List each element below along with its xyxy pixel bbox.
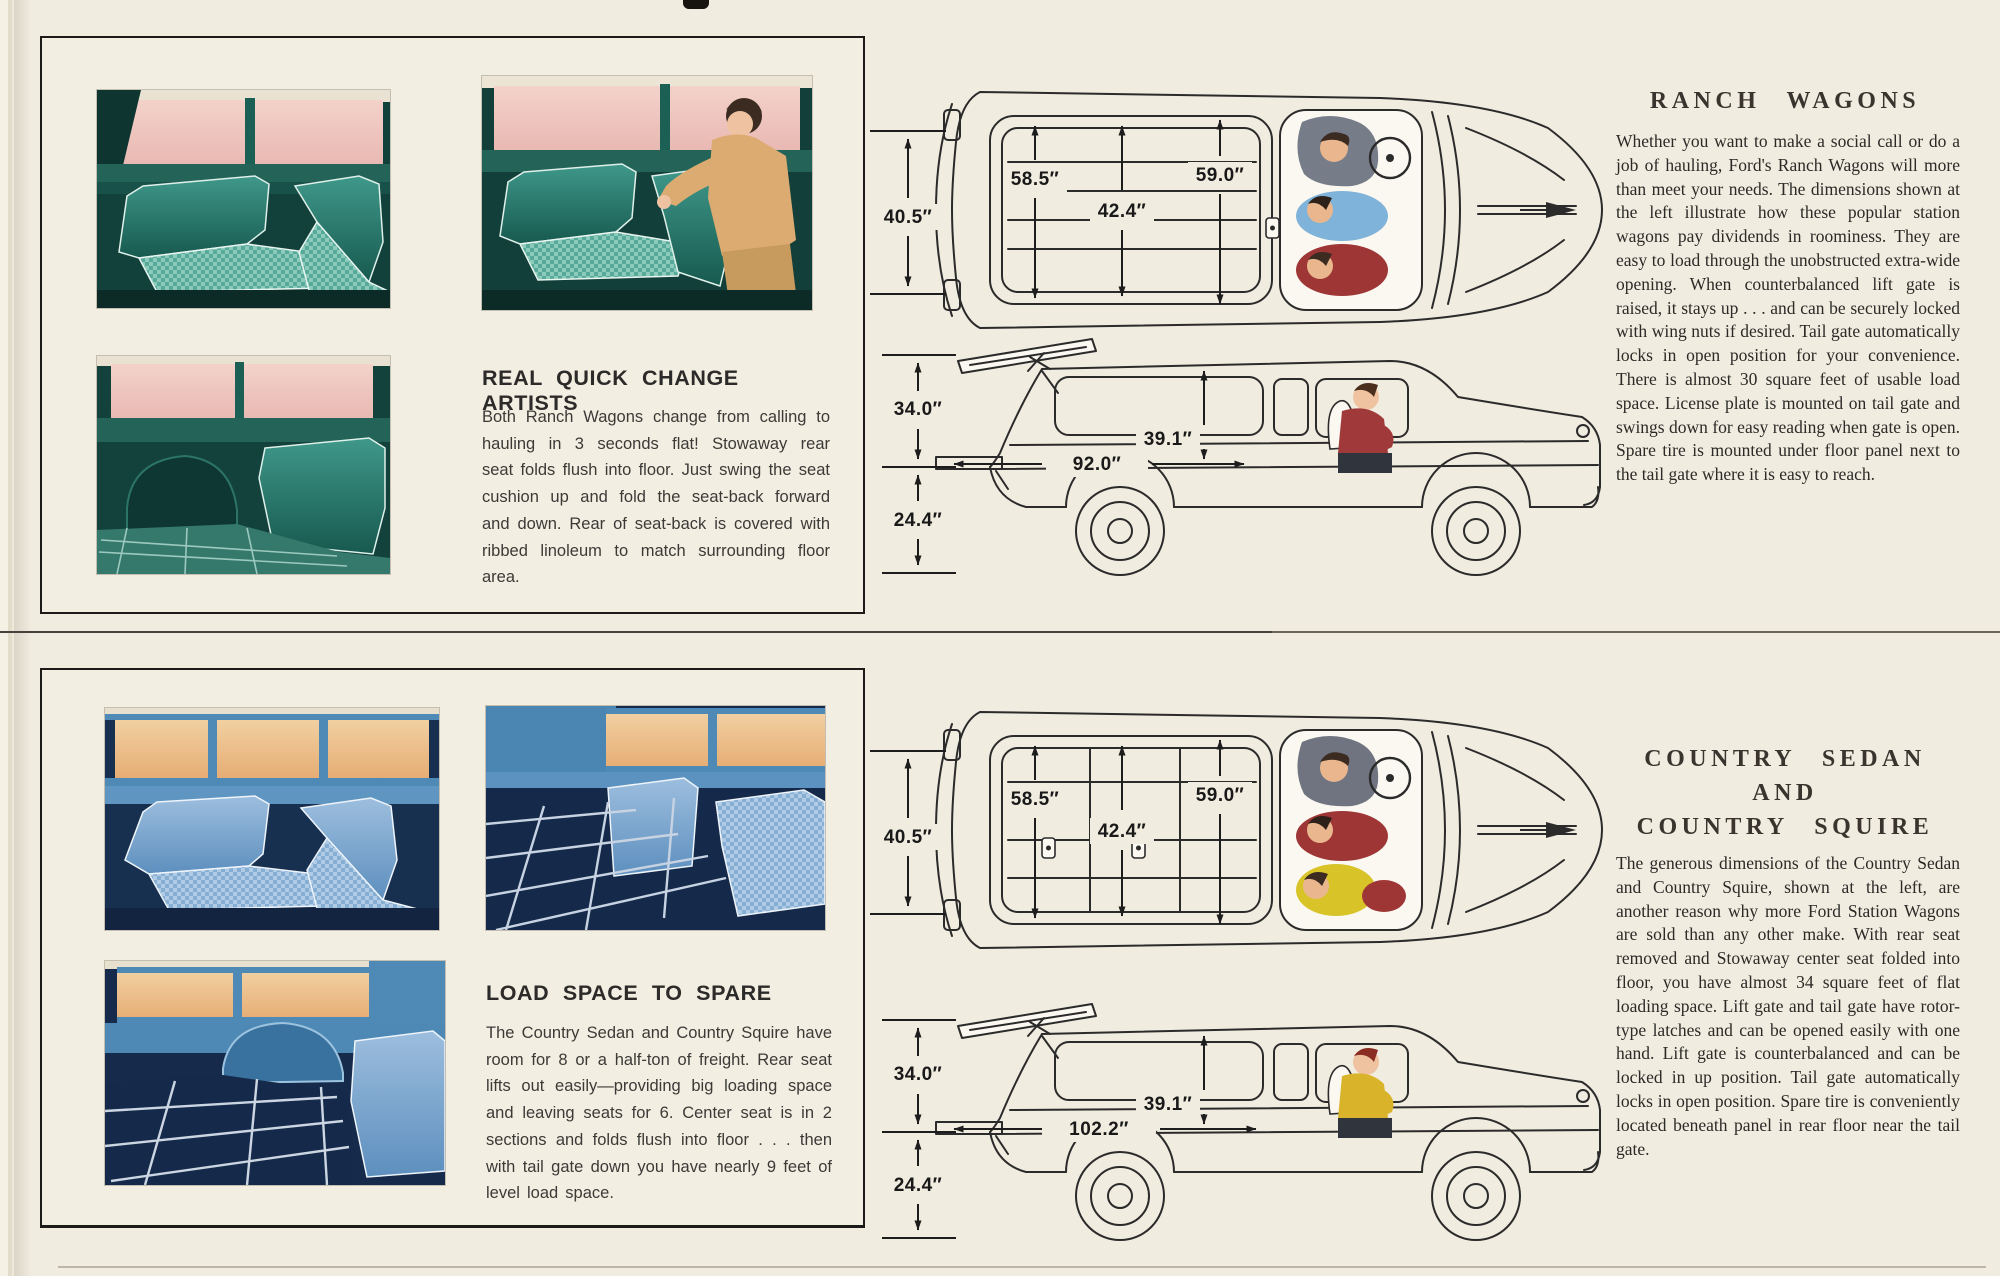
- top-view-dimensions: [870, 119, 1224, 305]
- page-left-edge-shadow: [14, 0, 32, 1276]
- side-view-dimensions: [882, 1019, 1257, 1239]
- ranch-panel-body: Both Ranch Wagons change from calling to…: [482, 408, 830, 587]
- driver-figure: [1327, 383, 1394, 473]
- country-article-body: The generous dimensions of the Country S…: [1616, 853, 1960, 1159]
- dim-front-width-label: 58.5″: [1011, 169, 1060, 190]
- passengers-top-view: [1296, 736, 1412, 916]
- country-heading-line3: COUNTRY SQUIRE: [1636, 814, 1934, 841]
- dim-overall-width-label: 40.5″: [884, 207, 933, 228]
- photo-country-seats: [104, 707, 440, 931]
- country-heading-line1: COUNTRY SEDAN: [1644, 746, 1926, 772]
- dim-gate-height-label: 34.0″: [894, 1064, 943, 1085]
- dim-gate-width-label: 39.1″: [1144, 429, 1193, 450]
- dim-front-width-label: 58.5″: [1011, 789, 1060, 810]
- photo-ranch-load-floor: [96, 355, 391, 575]
- dim-seat-width-label: 42.4″: [1098, 201, 1147, 222]
- dim-gate-opening-width-label: 59.0″: [1196, 785, 1245, 806]
- country-article-heading: COUNTRY SEDAN AND COUNTRY SQUIRE: [1600, 742, 1970, 844]
- dim-floor-height-label: 24.4″: [894, 1175, 943, 1196]
- country-panel-body: The Country Sedan and Country Squire hav…: [486, 1024, 832, 1203]
- country-heading-line2: AND: [1752, 780, 1818, 807]
- ranch-article-body: Whether you want to make a social call o…: [1616, 131, 1960, 485]
- ranch-top-view-diagram: 40.5″ 58.5″ 42.4″ 59.0″: [870, 91, 1603, 329]
- hood-ornament: [1520, 202, 1576, 218]
- photo-ranch-stowaway-seat: [481, 75, 813, 311]
- page-fold-divider: [0, 631, 2000, 633]
- dim-overall-width-label: 40.5″: [884, 827, 933, 848]
- dim-floor-height-label: 24.4″: [894, 510, 943, 531]
- car-side-view-outline: [935, 338, 1601, 576]
- dim-seat-width-label: 42.4″: [1098, 821, 1147, 842]
- passengers-top-view: [1296, 116, 1412, 296]
- ranch-side-view-diagram: 34.0″ 24.4″ 92.0″ 39.1″: [882, 338, 1601, 576]
- page-fold-divider-right: [1272, 631, 2000, 633]
- top-view-dimensions: [870, 739, 1224, 925]
- ranch-panel-heading: REAL QUICK CHANGE ARTISTS: [482, 366, 739, 415]
- dim-load-length-label: 92.0″: [1073, 454, 1122, 475]
- side-view-dimensions: [882, 354, 1245, 574]
- photo-ranch-rear-seats: [96, 89, 391, 309]
- dim-load-length-label: 102.2″: [1069, 1119, 1129, 1140]
- car-side-view-outline: [935, 1003, 1601, 1241]
- page-bottom-edge: [58, 1266, 1986, 1268]
- photo-country-folded-floor: [485, 705, 826, 931]
- ranch-article-heading: RANCH WAGONS: [1649, 88, 1921, 114]
- dim-gate-width-label: 39.1″: [1144, 1094, 1193, 1115]
- country-side-view-diagram: 34.0″ 24.4″ 102.2″ 39.1″: [882, 1003, 1601, 1241]
- dim-gate-height-label: 34.0″: [894, 399, 943, 420]
- country-top-view-diagram: 40.5″ 58.5″ 42.4″ 59.0″: [870, 711, 1603, 949]
- photo-country-cargo: [104, 960, 446, 1186]
- scan-artifact: [683, 0, 709, 9]
- hood-ornament: [1520, 822, 1576, 838]
- country-panel-heading: LOAD SPACE TO SPARE: [486, 981, 772, 1005]
- page-left-edge: [0, 0, 14, 1276]
- door-latch-glyph: [1265, 217, 1280, 239]
- dim-gate-opening-width-label: 59.0″: [1196, 165, 1245, 186]
- driver-figure: [1327, 1048, 1394, 1138]
